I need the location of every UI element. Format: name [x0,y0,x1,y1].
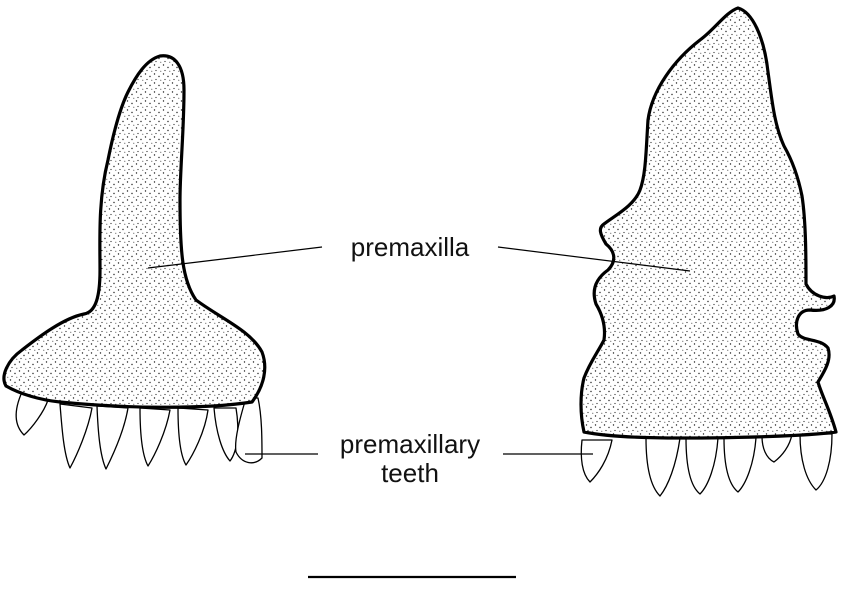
premaxilla-label: premaxilla [351,232,470,262]
tooth [581,440,612,482]
tooth [236,398,262,463]
tooth [800,434,832,490]
tooth [178,408,208,465]
tooth [646,438,680,496]
right-premaxilla-bone [581,8,836,438]
tooth [97,406,128,469]
left-premaxilla-bone [4,56,265,407]
right-premaxillary-teeth [581,434,832,496]
tooth [686,438,718,494]
tooth [724,438,756,492]
tooth [214,408,238,461]
premaxillary-label: premaxillary [340,429,480,459]
tooth [140,408,170,466]
teeth-label: teeth [381,458,439,488]
tooth [60,404,92,468]
